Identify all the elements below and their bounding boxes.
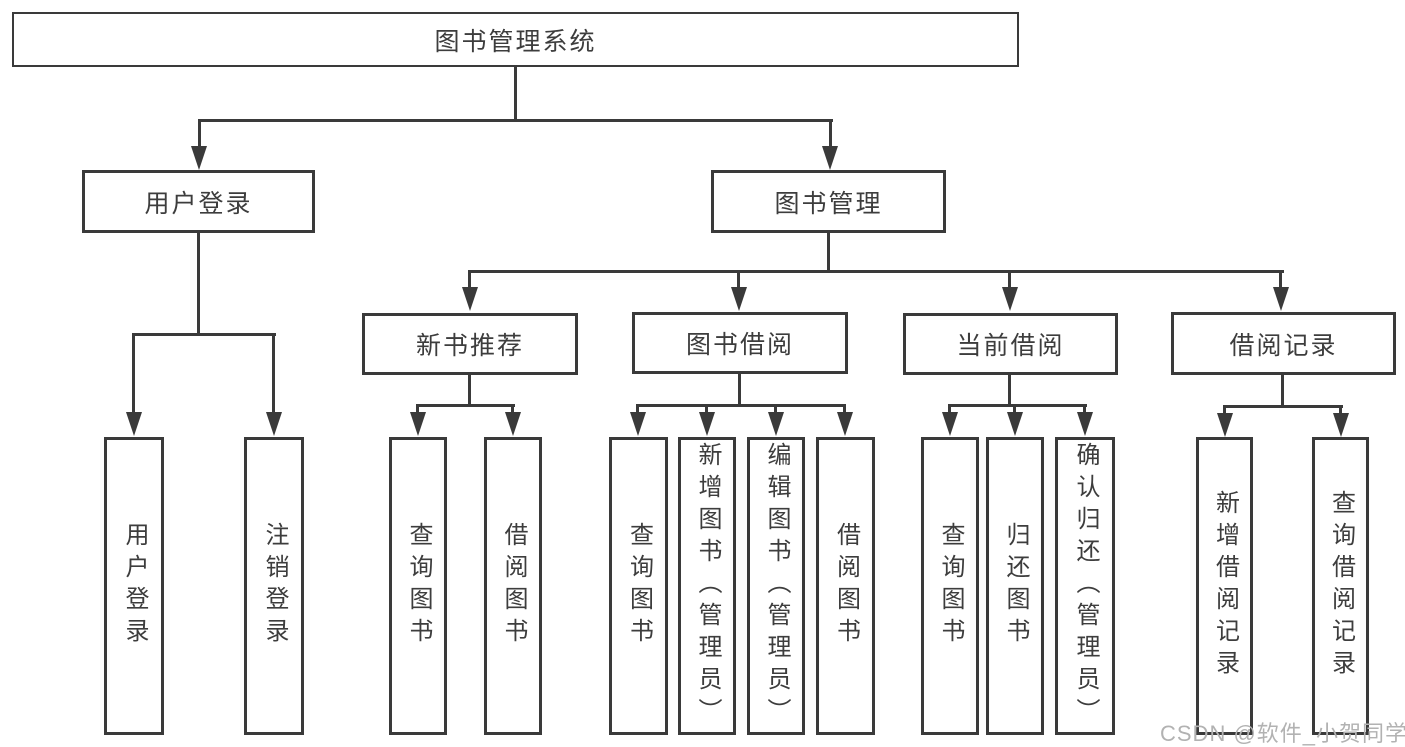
arrowhead-down-icon bbox=[942, 412, 958, 436]
node-label: 查询图书 bbox=[625, 522, 653, 650]
node-label: 新书推荐 bbox=[415, 332, 524, 360]
connector-line bbox=[774, 404, 777, 415]
arrowhead-down-icon bbox=[837, 412, 853, 436]
connector-line bbox=[416, 404, 419, 415]
arrowhead-down-icon bbox=[1007, 412, 1023, 436]
leaf-current-return-books: 归还图书 bbox=[986, 437, 1044, 735]
node-label: 新增借阅记录 bbox=[1211, 490, 1239, 682]
node-book-management: 图书管理 bbox=[711, 170, 946, 233]
leaf-logout: 注销登录 bbox=[244, 437, 304, 735]
connector-line bbox=[1008, 270, 1011, 288]
connector-line bbox=[738, 374, 741, 407]
node-book-borrowing: 图书借阅 bbox=[632, 312, 848, 374]
node-user-login: 用户登录 bbox=[82, 170, 315, 233]
connector-line bbox=[829, 119, 832, 148]
connector-line bbox=[705, 404, 708, 415]
connector-line bbox=[737, 270, 740, 288]
arrowhead-down-icon bbox=[410, 412, 426, 436]
node-label: 查询图书 bbox=[937, 522, 964, 650]
arrowhead-down-icon bbox=[505, 412, 521, 436]
arrowhead-down-icon bbox=[630, 412, 646, 436]
node-borrow-records: 借阅记录 bbox=[1171, 312, 1396, 375]
node-label: 查询借阅记录 bbox=[1327, 490, 1355, 682]
connector-line bbox=[1008, 375, 1011, 407]
arrowhead-down-icon bbox=[1273, 287, 1289, 311]
connector-line bbox=[948, 404, 951, 415]
arrowhead-down-icon bbox=[462, 287, 478, 311]
leaf-records-query-borrow-record: 查询借阅记录 bbox=[1312, 437, 1369, 735]
leaf-borrowing-add-books-admin: 新增图书（管理员） bbox=[678, 437, 736, 735]
arrowhead-down-icon bbox=[699, 412, 715, 436]
connector-line bbox=[843, 404, 846, 415]
connector-line bbox=[1083, 404, 1086, 415]
connector-line bbox=[636, 404, 846, 407]
node-label: 编辑图书（管理员） bbox=[763, 442, 790, 730]
node-label: 图书管理系统 bbox=[434, 27, 597, 56]
connector-line bbox=[1013, 404, 1016, 415]
connector-line bbox=[827, 233, 830, 273]
node-label: 图书借阅 bbox=[685, 331, 794, 359]
connector-line bbox=[416, 404, 515, 407]
connector-line bbox=[468, 270, 471, 288]
connector-line bbox=[198, 119, 833, 122]
node-label: 新增图书（管理员） bbox=[694, 442, 721, 730]
node-label: 用户登录 bbox=[144, 189, 253, 218]
leaf-newrec-borrow-books: 借阅图书 bbox=[484, 437, 542, 735]
connector-line bbox=[132, 333, 276, 336]
arrowhead-down-icon bbox=[1333, 413, 1349, 437]
connector-line bbox=[636, 404, 639, 415]
connector-line bbox=[468, 270, 1284, 273]
connector-line bbox=[1281, 375, 1284, 408]
node-label: 借阅记录 bbox=[1229, 331, 1338, 360]
node-current-borrowing: 当前借阅 bbox=[903, 313, 1118, 375]
arrowhead-down-icon bbox=[191, 146, 207, 170]
node-label: 注销登录 bbox=[261, 522, 288, 650]
arrowhead-down-icon bbox=[768, 412, 784, 436]
connector-line bbox=[1279, 270, 1282, 288]
leaf-newrec-query-books: 查询图书 bbox=[389, 437, 447, 735]
csdn-watermark: CSDN @软件_小贺同学 bbox=[1160, 721, 1405, 746]
node-label: 确认归还（管理员） bbox=[1072, 442, 1099, 730]
connector-line bbox=[1223, 405, 1226, 415]
node-label: 当前借阅 bbox=[956, 332, 1065, 360]
node-label: 借阅图书 bbox=[500, 522, 527, 650]
connector-line bbox=[468, 375, 471, 407]
arrowhead-down-icon bbox=[266, 412, 282, 436]
node-label: 借阅图书 bbox=[832, 522, 860, 650]
node-new-book-recommend: 新书推荐 bbox=[362, 313, 578, 375]
node-label: 查询图书 bbox=[405, 522, 432, 650]
connector-line bbox=[272, 333, 275, 413]
leaf-borrowing-edit-books-admin: 编辑图书（管理员） bbox=[747, 437, 805, 735]
connector-line bbox=[198, 119, 201, 148]
arrowhead-down-icon bbox=[1217, 413, 1233, 437]
arrowhead-down-icon bbox=[731, 287, 747, 311]
leaf-records-add-borrow-record: 新增借阅记录 bbox=[1196, 437, 1253, 735]
arrowhead-down-icon bbox=[1002, 287, 1018, 311]
leaf-current-confirm-return-admin: 确认归还（管理员） bbox=[1055, 437, 1115, 735]
leaf-current-query-books: 查询图书 bbox=[921, 437, 979, 735]
leaf-borrowing-borrow-books: 借阅图书 bbox=[816, 437, 875, 735]
connector-line bbox=[1339, 405, 1342, 415]
connector-line bbox=[514, 67, 517, 121]
leaf-borrowing-query-books: 查询图书 bbox=[609, 437, 668, 735]
connector-line bbox=[948, 404, 1087, 407]
node-label: 归还图书 bbox=[1002, 522, 1029, 650]
node-label: 用户登录 bbox=[121, 522, 148, 650]
node-label: 图书管理 bbox=[774, 189, 883, 218]
connector-line bbox=[197, 233, 200, 336]
connector-line bbox=[1223, 405, 1343, 408]
connector-line bbox=[511, 404, 514, 415]
leaf-user-login: 用户登录 bbox=[104, 437, 164, 735]
connector-line bbox=[132, 333, 135, 413]
arrowhead-down-icon bbox=[822, 146, 838, 170]
node-library-system: 图书管理系统 bbox=[12, 12, 1019, 67]
arrowhead-down-icon bbox=[126, 412, 142, 436]
arrowhead-down-icon bbox=[1077, 412, 1093, 436]
